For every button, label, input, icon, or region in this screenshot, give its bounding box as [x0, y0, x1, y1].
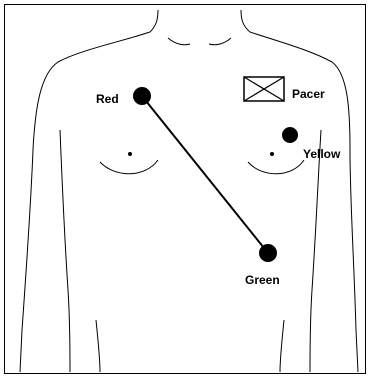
neck-left-line	[150, 10, 158, 32]
red-electrode	[133, 87, 151, 105]
torso-outline	[20, 10, 358, 372]
left-shoulder-arm-line	[20, 32, 150, 372]
diagram-border	[5, 5, 366, 374]
left-pectoral-curve	[100, 160, 158, 174]
left-abdomen-line	[96, 320, 100, 372]
yellow-electrode	[282, 127, 298, 143]
left-nipple	[128, 152, 132, 156]
green-electrode	[259, 244, 277, 262]
red-label: Red	[96, 92, 119, 106]
right-nipple	[270, 152, 274, 156]
green-label: Green	[245, 273, 280, 287]
right-abdomen-line	[280, 320, 284, 372]
left-side-line	[60, 130, 70, 372]
yellow-label: Yellow	[303, 147, 341, 161]
left-collarbone-hint	[168, 38, 190, 45]
pacer-label: Pacer	[292, 87, 325, 101]
right-side-line	[310, 130, 321, 372]
lead-wire	[142, 96, 268, 253]
pacer-symbol	[244, 77, 284, 101]
right-collarbone-hint	[209, 38, 231, 45]
neck-right-line	[241, 10, 250, 32]
right-pectoral-curve	[248, 160, 304, 174]
